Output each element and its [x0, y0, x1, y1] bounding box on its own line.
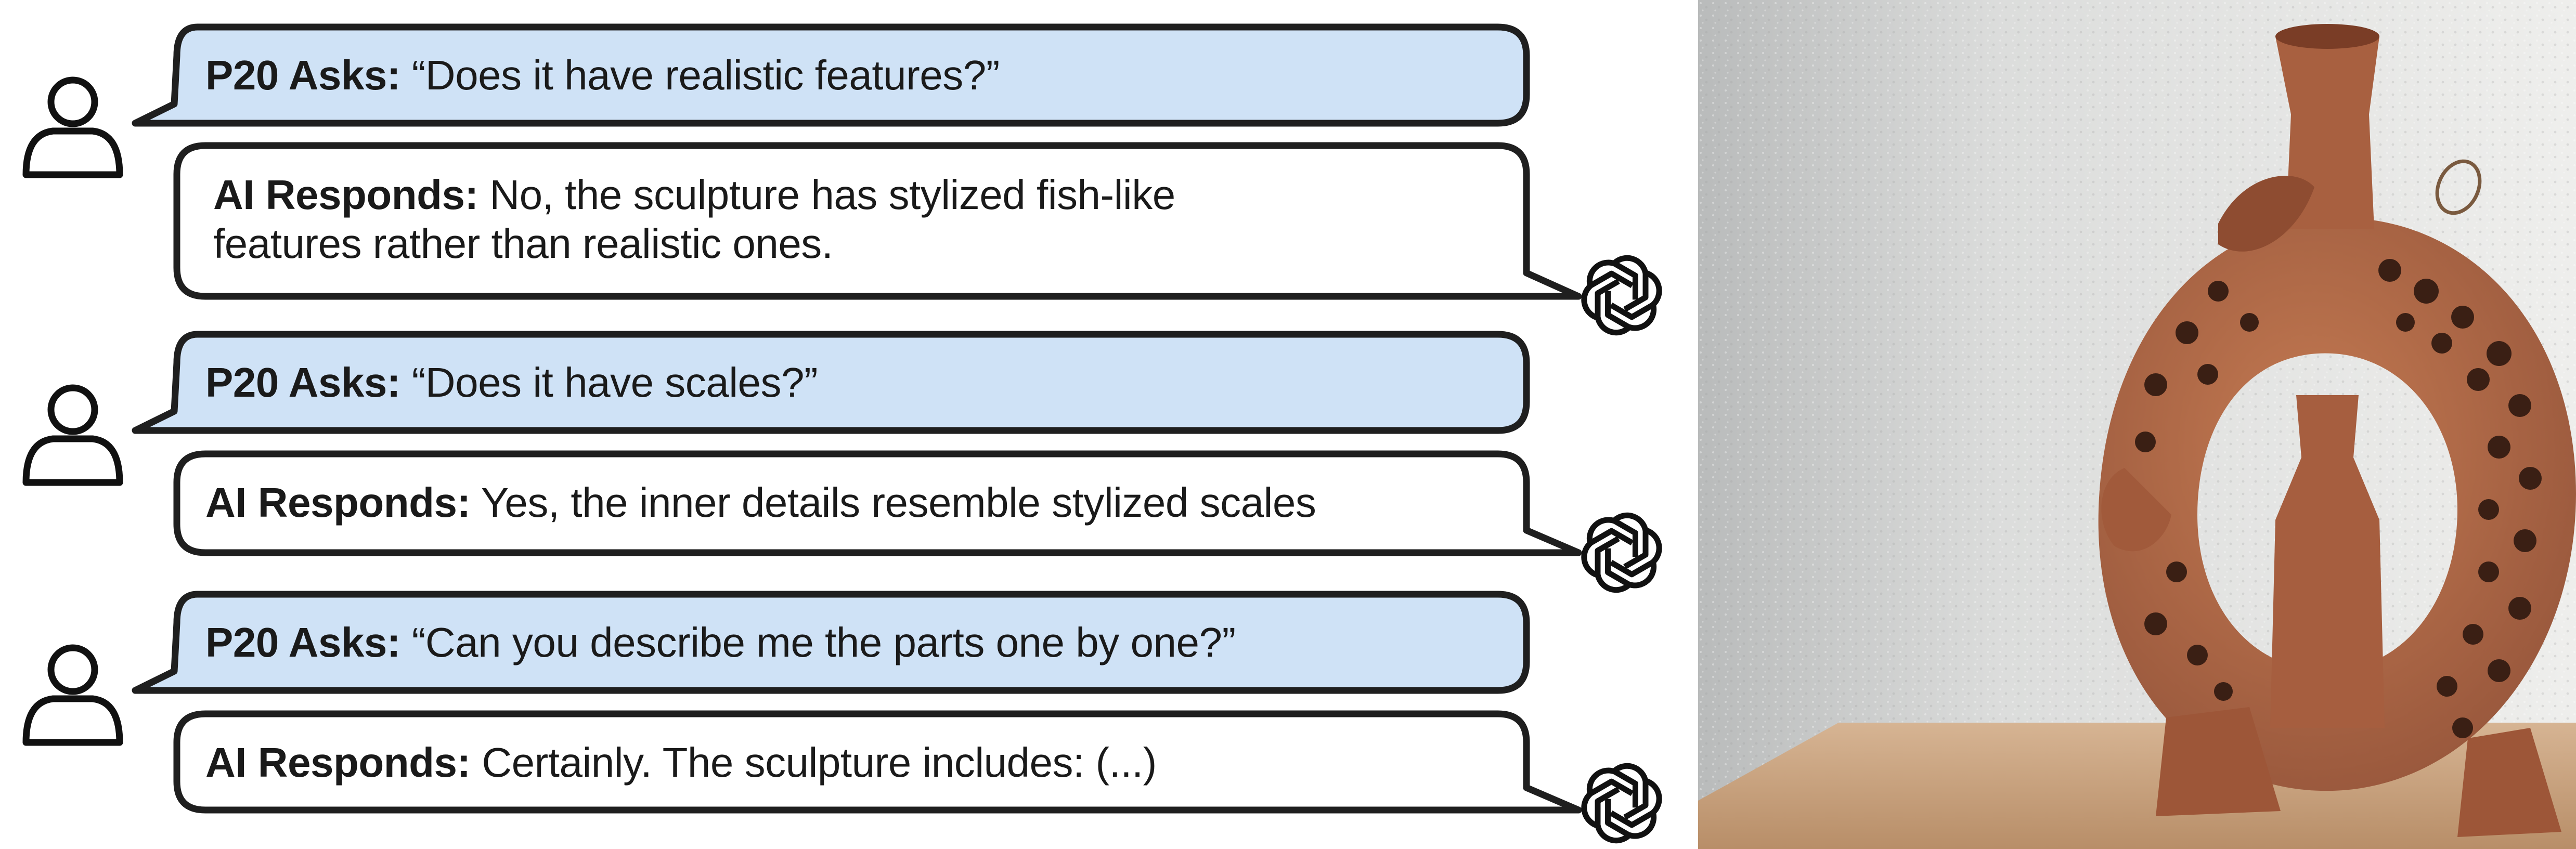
user-icon: [26, 648, 120, 742]
sculpture-photo: [1698, 0, 2576, 849]
user-label: P20 Asks:: [205, 619, 401, 665]
ai-knot-icon: [1577, 256, 1666, 334]
exchange-1: [26, 23, 1666, 335]
ai-label: AI Responds:: [205, 739, 471, 786]
user-question: “Can you describe me the parts one by on…: [411, 619, 1236, 665]
ai-answer-line: features rather than realistic ones.: [213, 220, 833, 267]
user-icon: [26, 80, 120, 175]
answer-bubble: [173, 450, 1582, 556]
question-bubble: [132, 23, 1530, 127]
user-label: P20 Asks:: [205, 52, 401, 98]
answer-text-1: AI Responds: No, the sculpture has styli…: [213, 171, 1175, 268]
user-question: “Does it have scales?”: [411, 359, 818, 406]
ai-label: AI Responds:: [205, 479, 471, 526]
question-bubble: [132, 591, 1530, 694]
answer-text-2: AI Responds: Yes, the inner details rese…: [205, 478, 1316, 527]
ai-label: AI Responds:: [213, 172, 478, 218]
conversation-panel: [0, 23, 1680, 849]
user-question: “Does it have realistic features?”: [411, 52, 1000, 98]
question-text-2: P20 Asks: “Does it have scales?”: [205, 358, 818, 407]
exchange-2: [26, 331, 1666, 592]
question-text-1: P20 Asks: “Does it have realistic featur…: [205, 51, 1000, 100]
exchange-3: [26, 591, 1666, 843]
user-icon: [26, 388, 120, 482]
answer-bubble: [173, 710, 1582, 814]
ai-answer-line: No, the sculpture has stylized fish-like: [489, 172, 1175, 218]
clay-sculpture: [2098, 24, 2576, 837]
question-bubble: [132, 331, 1530, 434]
ai-knot-icon: [1577, 513, 1666, 592]
wall-hook: [2435, 159, 2482, 215]
question-text-3: P20 Asks: “Can you describe me the parts…: [205, 618, 1236, 667]
ai-answer-line: Certainly. The sculpture includes: (...): [482, 739, 1157, 786]
answer-text-3: AI Responds: Certainly. The sculpture in…: [205, 738, 1157, 787]
user-label: P20 Asks:: [205, 359, 401, 406]
ai-answer-line: Yes, the inner details resemble stylized…: [481, 479, 1316, 526]
answer-bubble: [173, 142, 1582, 300]
ai-knot-icon: [1577, 764, 1666, 842]
